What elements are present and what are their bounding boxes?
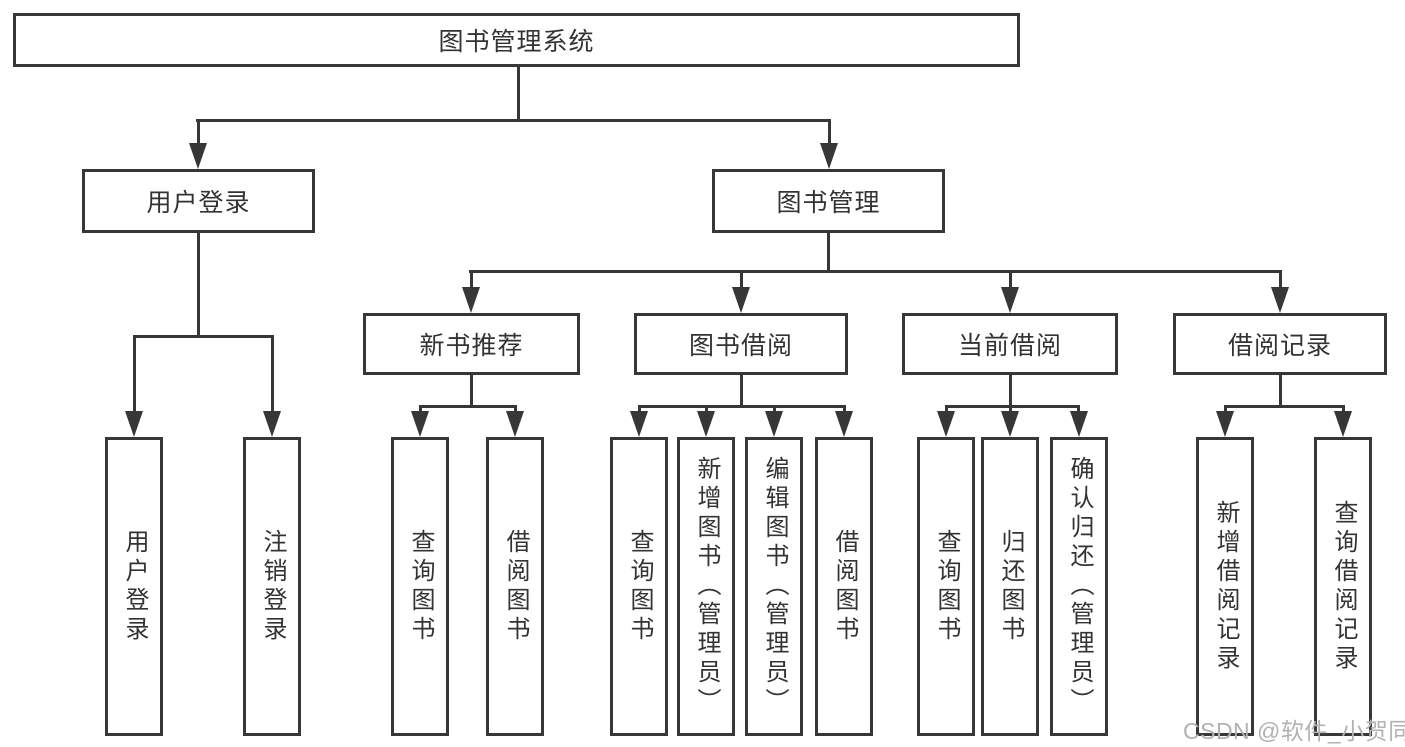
connector-line <box>1224 407 1227 413</box>
arrowhead-down <box>1070 411 1088 437</box>
arrowhead-down <box>835 411 853 437</box>
connector-line <box>419 405 517 408</box>
arrowhead-down <box>765 411 783 437</box>
connector-line <box>638 407 641 413</box>
connector-line <box>1009 273 1012 289</box>
arrowhead-down <box>732 287 750 313</box>
connector-line <box>945 405 1080 408</box>
node-book-borrowing: 图书借阅 <box>634 313 848 375</box>
arrowhead-down <box>937 411 955 437</box>
arrowhead-down <box>697 411 715 437</box>
connector-line <box>843 407 846 413</box>
arrowhead-down <box>1271 287 1289 313</box>
leaf-add-book-admin: 新增图书（管理员） <box>677 437 735 736</box>
connector-line <box>470 375 473 407</box>
connector-line <box>133 335 136 413</box>
connector-line <box>514 407 517 413</box>
connector-line <box>1009 375 1012 407</box>
arrowhead-down <box>263 411 281 437</box>
connector-line <box>705 407 708 413</box>
arrowhead-down <box>1001 287 1019 313</box>
leaf-user-login: 用户登录 <box>105 437 163 736</box>
arrowhead-down <box>506 411 524 437</box>
connector-line <box>828 119 831 145</box>
connector-line <box>1279 273 1282 289</box>
connector-line <box>469 270 1282 273</box>
arrowhead-down <box>125 411 143 437</box>
arrowhead-down <box>1001 411 1019 437</box>
node-book-management: 图书管理 <box>712 169 945 233</box>
connector-line <box>517 67 520 119</box>
connector-line <box>133 335 274 338</box>
connector-line <box>1279 375 1282 407</box>
connector-line <box>740 375 743 407</box>
leaf-query-books: 查询图书 <box>610 437 668 736</box>
arrowhead-down <box>462 287 480 313</box>
connector-line <box>197 233 200 335</box>
leaf-confirm-return-admin: 确认归还（管理员） <box>1050 437 1108 736</box>
leaf-borrow-books: 借阅图书 <box>486 437 544 736</box>
csdn-watermark: CSDN @软件_小贺同学 <box>1183 718 1405 744</box>
node-borrowing-records: 借阅记录 <box>1173 313 1387 375</box>
leaf-edit-book-admin: 编辑图书（管理员） <box>745 437 803 736</box>
connector-line <box>1224 405 1345 408</box>
leaf-query-borrow-record: 查询借阅记录 <box>1314 437 1372 736</box>
leaf-borrow-books: 借阅图书 <box>815 437 873 736</box>
leaf-logout: 注销登录 <box>243 437 301 736</box>
node-new-book-recommendation: 新书推荐 <box>363 313 580 375</box>
leaf-query-books: 查询图书 <box>917 437 975 736</box>
connector-line <box>419 407 422 413</box>
connector-line <box>271 335 274 413</box>
connector-line <box>1342 407 1345 413</box>
connector-line <box>197 119 200 145</box>
node-current-borrowing: 当前借阅 <box>902 313 1118 375</box>
connector-line <box>638 405 846 408</box>
node-user-login: 用户登录 <box>82 169 315 233</box>
connector-line <box>773 407 776 413</box>
connector-line <box>740 273 743 289</box>
arrowhead-down <box>630 411 648 437</box>
connector-line <box>1009 407 1012 413</box>
leaf-add-borrow-record: 新增借阅记录 <box>1196 437 1254 736</box>
connector-line <box>1077 407 1080 413</box>
connector-line <box>470 273 473 289</box>
connector-line <box>827 233 830 272</box>
connector-line <box>945 407 948 413</box>
node-library-management-system: 图书管理系统 <box>13 13 1020 67</box>
arrowhead-down <box>189 143 207 169</box>
arrowhead-down <box>411 411 429 437</box>
connector-line <box>196 119 831 122</box>
arrowhead-down <box>820 143 838 169</box>
arrowhead-down <box>1216 411 1234 437</box>
leaf-query-books: 查询图书 <box>391 437 449 736</box>
leaf-return-book: 归还图书 <box>981 437 1039 736</box>
arrowhead-down <box>1334 411 1352 437</box>
